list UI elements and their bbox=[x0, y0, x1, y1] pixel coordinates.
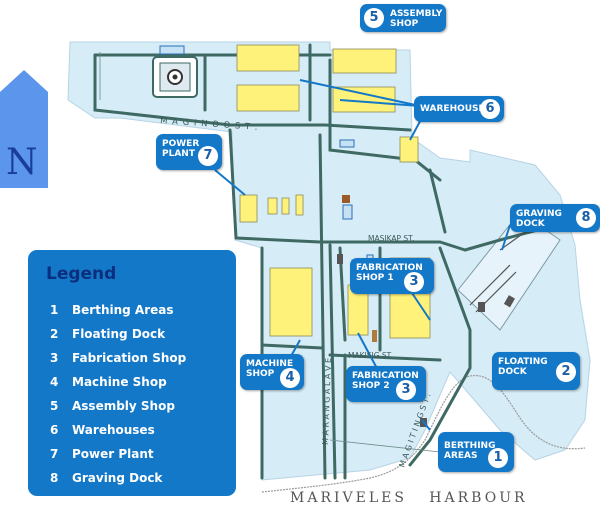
callout-label: POWER PLANT bbox=[162, 139, 200, 159]
callout-number: 8 bbox=[576, 208, 596, 228]
brown-structure-2 bbox=[372, 330, 377, 342]
callout-label: ASSEMBLY SHOP bbox=[390, 9, 443, 29]
road-edges bbox=[99, 52, 441, 453]
legend-item: 3 Fabrication Shop bbox=[46, 346, 222, 370]
graving-dock-area bbox=[457, 211, 561, 331]
legend-item-label: Graving Dock bbox=[72, 471, 163, 485]
legend-item-number: 6 bbox=[50, 423, 59, 437]
callout-label: BERTHING AREAS bbox=[444, 441, 496, 461]
machine-shop-building bbox=[269, 267, 313, 337]
callout-label: FABRICATION SHOP 1 bbox=[356, 263, 423, 283]
legend-item: 4 Machine Shop bbox=[46, 370, 222, 394]
brown-structure bbox=[342, 195, 350, 203]
callout-assembly-shop: 5 ASSEMBLY SHOP bbox=[360, 4, 446, 32]
power-plant-annex-3 bbox=[295, 194, 304, 216]
legend-item: 5 Assembly Shop bbox=[46, 394, 222, 418]
callout-number: 1 bbox=[488, 448, 508, 468]
legend-item-label: Berthing Areas bbox=[72, 303, 174, 317]
street-label-masikap: MASIKAP ST. bbox=[368, 234, 414, 243]
legend-item-number: 4 bbox=[50, 375, 59, 389]
callout-machine-shop: MACHINE SHOP 4 bbox=[240, 354, 304, 390]
callout-label: WAREHOUSE bbox=[420, 104, 485, 114]
harbour-label: MARIVELES HARBOUR bbox=[290, 490, 528, 506]
north-letter: N bbox=[6, 142, 38, 183]
callout-number: 3 bbox=[404, 272, 424, 292]
callout-pointers bbox=[214, 79, 511, 431]
power-plant-annex bbox=[267, 197, 278, 215]
street-label-makisig: MAKISIG ST. bbox=[348, 351, 393, 360]
legend-item-label: Power Plant bbox=[72, 447, 154, 461]
callout-fabrication-shop-1: FABRICATION SHOP 1 3 bbox=[350, 258, 434, 294]
callout-label: FLOATING DOCK bbox=[498, 357, 548, 377]
plaza bbox=[152, 56, 198, 98]
shoreline bbox=[261, 375, 586, 493]
legend-item-label: Machine Shop bbox=[72, 375, 167, 389]
crane-icon-2 bbox=[503, 295, 515, 308]
assembly-shop-building bbox=[236, 44, 300, 72]
callout-number: 7 bbox=[198, 146, 218, 166]
callout-number: 2 bbox=[556, 362, 576, 382]
legend-item-label: Warehouses bbox=[72, 423, 155, 437]
callout-number: 5 bbox=[364, 8, 384, 28]
north-arrow-icon bbox=[0, 70, 48, 188]
legend-item-number: 5 bbox=[50, 399, 59, 413]
power-plant-building bbox=[239, 194, 258, 223]
callout-power-plant: POWER PLANT 7 bbox=[156, 134, 222, 170]
legend-item-number: 3 bbox=[50, 351, 59, 365]
warehouse-building-3 bbox=[399, 136, 419, 163]
legend-item: 1 Berthing Areas bbox=[46, 298, 222, 322]
callout-fabrication-shop-2: FABRICATION SHOP 2 3 bbox=[346, 366, 426, 402]
crane-icon bbox=[478, 302, 485, 312]
street-label-marangal: M A R A N G A L A V E . bbox=[321, 353, 333, 445]
callout-graving-dock: GRAVING DOCK 8 bbox=[510, 204, 600, 232]
callout-label: GRAVING DOCK bbox=[516, 209, 562, 229]
legend-list: 1 Berthing Areas 2 Floating Dock 3 Fabricat… bbox=[46, 298, 222, 490]
callout-label: FABRICATION SHOP 2 bbox=[352, 371, 419, 391]
legend-item: 8 Graving Dock bbox=[46, 466, 222, 490]
warehouse-building-1 bbox=[236, 84, 300, 112]
legend-title: Legend bbox=[46, 264, 117, 284]
legend-item-label: Fabrication Shop bbox=[72, 351, 187, 365]
power-plant-annex-2 bbox=[281, 197, 290, 215]
legend-item: 7 Power Plant bbox=[46, 442, 222, 466]
callout-floating-dock: FLOATING DOCK 2 bbox=[492, 352, 580, 390]
legend-item-label: Floating Dock bbox=[72, 327, 166, 341]
legend-item-number: 2 bbox=[50, 327, 59, 341]
crane-icon-4 bbox=[337, 254, 343, 264]
callout-number: 6 bbox=[480, 99, 500, 119]
legend-item-label: Assembly Shop bbox=[72, 399, 175, 413]
legend-item-number: 7 bbox=[50, 447, 59, 461]
callout-number: 3 bbox=[396, 380, 416, 400]
legend-item-number: 8 bbox=[50, 471, 59, 485]
callout-warehouse: WAREHOUSE 6 bbox=[414, 96, 504, 122]
assembly-shop-building-2 bbox=[332, 48, 397, 74]
legend-item-number: 1 bbox=[50, 303, 59, 317]
legend-item: 2 Floating Dock bbox=[46, 322, 222, 346]
legend-item: 6 Warehouses bbox=[46, 418, 222, 442]
callout-number: 4 bbox=[280, 368, 300, 388]
callout-berthing-areas: BERTHING AREAS 1 bbox=[438, 432, 514, 472]
callout-label: MACHINE SHOP bbox=[246, 359, 294, 379]
